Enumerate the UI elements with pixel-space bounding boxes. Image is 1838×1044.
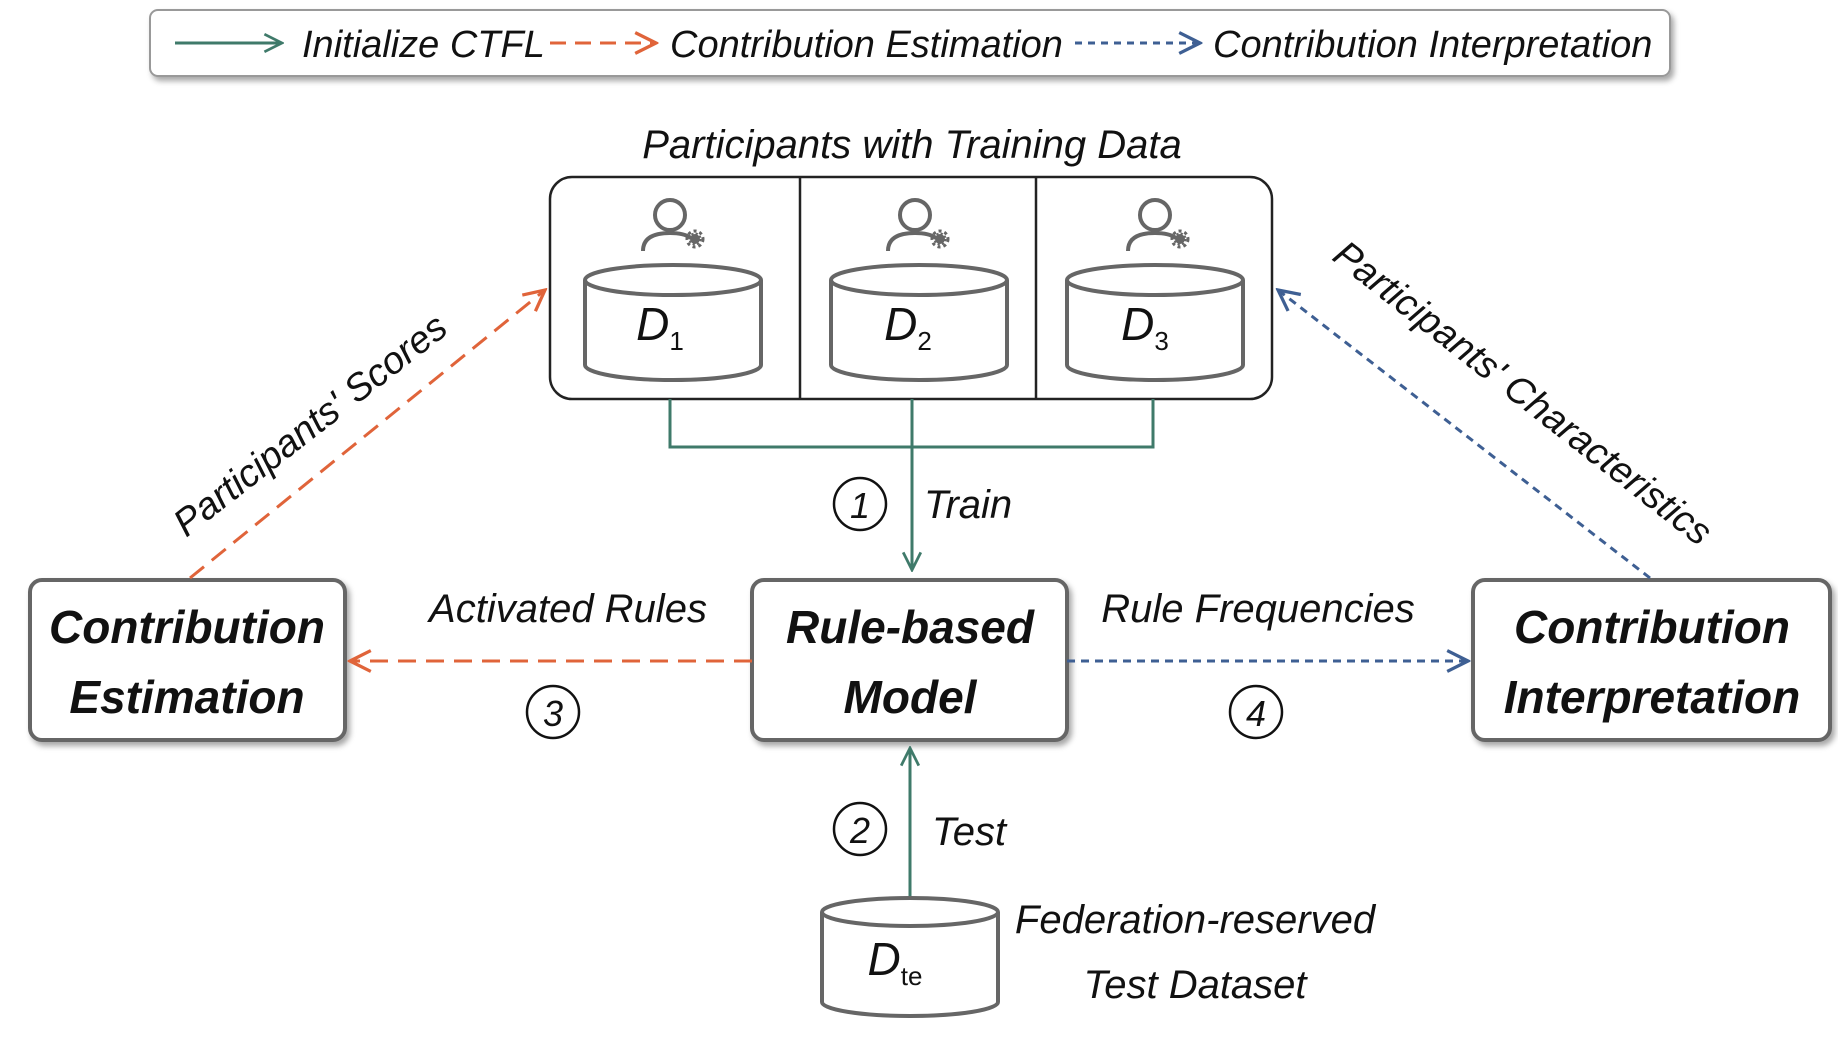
svg-text:Contribution: Contribution <box>49 601 325 653</box>
database-icon <box>829 263 1009 382</box>
participants-characteristics-label: Participants' Characteristics <box>1325 233 1719 554</box>
participants-characteristics-arrow <box>1278 290 1651 580</box>
svg-text:2: 2 <box>849 810 870 851</box>
db-label-3: D3 <box>1121 298 1169 356</box>
contribution-estimation-node: Contribution Estimation <box>28 578 347 742</box>
participants-scores-arrow <box>189 290 545 580</box>
participant-2: D2 <box>829 198 1009 382</box>
user-gear-icon <box>1126 198 1190 252</box>
user-gear-icon <box>641 198 705 252</box>
test-dataset-label-line1: Federation-reserved <box>1015 898 1377 942</box>
legend-box <box>149 9 1671 77</box>
activated-rules-label: Activated Rules <box>427 587 707 631</box>
svg-text:Contribution: Contribution <box>1514 601 1790 653</box>
svg-text:Model: Model <box>844 671 978 723</box>
svg-text:4: 4 <box>1246 693 1266 734</box>
step-4-badge: 4 <box>1228 684 1284 740</box>
participant-1: D1 <box>583 198 763 382</box>
legend-label-estimation: Contribution Estimation <box>670 24 1063 66</box>
user-gear-icon <box>886 198 950 252</box>
test-label: Test <box>932 810 1008 854</box>
step-3-badge: 3 <box>525 684 581 740</box>
test-dataset-label-line2: Test Dataset <box>1083 963 1308 1007</box>
svg-text:Estimation: Estimation <box>69 671 304 723</box>
test-database-icon <box>820 896 1000 1018</box>
test-db-label: Dte <box>868 933 923 991</box>
svg-text:1: 1 <box>850 485 870 526</box>
svg-text:Rule-based: Rule-based <box>786 601 1035 653</box>
train-connector <box>668 399 1155 570</box>
database-icon <box>583 263 763 382</box>
legend: Initialize CTFL Contribution Estimation … <box>149 9 1671 77</box>
svg-text:3: 3 <box>543 693 563 734</box>
participants-title: Participants with Training Data <box>642 123 1182 167</box>
rule-frequencies-label: Rule Frequencies <box>1101 587 1415 631</box>
participants-scores-label: Participants' Scores <box>166 306 456 545</box>
train-label: Train <box>924 483 1012 527</box>
database-icon <box>1065 263 1245 382</box>
step-1-badge: 1 <box>832 476 888 532</box>
participant-3: D3 <box>1065 198 1245 382</box>
db-label-2: D2 <box>884 298 932 356</box>
step-2-badge: 2 <box>832 801 888 857</box>
svg-text:Interpretation: Interpretation <box>1504 671 1800 723</box>
contribution-interpretation-node: Contribution Interpretation <box>1471 578 1832 742</box>
legend-label-initialize: Initialize CTFL <box>302 24 545 66</box>
legend-label-interpretation: Contribution Interpretation <box>1213 24 1652 66</box>
rule-based-model-node: Rule-based Model <box>750 578 1069 742</box>
db-label-1: D1 <box>636 298 684 356</box>
